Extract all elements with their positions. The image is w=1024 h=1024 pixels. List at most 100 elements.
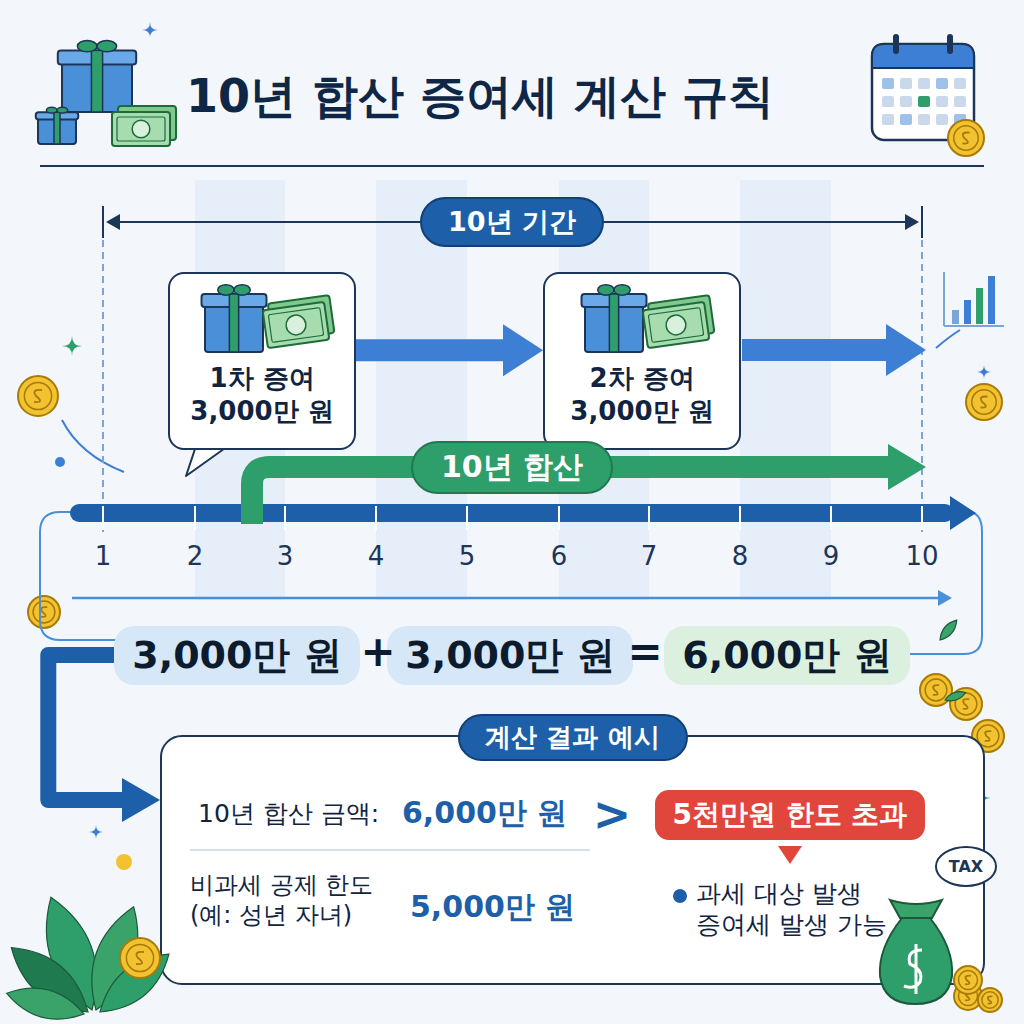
panel-heading: 계산 결과 예시 — [457, 714, 687, 761]
year-number: 1 — [95, 540, 112, 573]
node-label: TAX — [949, 857, 983, 876]
timeline-tick — [194, 506, 196, 530]
leaf — [944, 689, 967, 704]
coin-icon — [120, 938, 160, 978]
bracket-head — [905, 214, 919, 230]
timeline-tick — [466, 506, 468, 530]
node-label: 1차 증여 — [178, 362, 346, 395]
coin-icon — [948, 120, 984, 156]
gift-box: 2차 증여3,000만 원 — [543, 272, 741, 450]
year-number: 2 — [187, 540, 204, 573]
separator — [190, 849, 590, 851]
node-label: 5천만원 한도 초과 — [673, 796, 908, 834]
sparkle — [977, 365, 991, 379]
limit-badge: 5천만원 한도 초과 — [655, 790, 926, 840]
gift-icon — [58, 41, 136, 112]
leaf — [0, 934, 99, 1024]
leaf — [937, 617, 961, 643]
period-pill: 10년 기간 — [420, 197, 604, 247]
gift-icon — [582, 285, 647, 352]
timeline-tick — [739, 506, 741, 530]
money-icon — [112, 106, 176, 146]
result-panel: 5천만원 한도 초과계산 결과 예시 — [160, 735, 985, 985]
gift-money-icon — [567, 280, 717, 360]
leaf — [31, 890, 112, 1017]
timeline-tick — [284, 506, 286, 530]
sum-arrow-head — [888, 444, 926, 490]
connector-arrow — [356, 339, 505, 361]
result-amount: 6,000만 원 — [402, 794, 567, 832]
year-number: 9 — [823, 540, 840, 573]
flow-line — [908, 512, 982, 654]
node-amount: 3,000만 원 — [178, 395, 346, 428]
leaf — [90, 942, 179, 1024]
money-bag — [880, 900, 1002, 1012]
flow-arrow — [72, 597, 944, 600]
chart-icon — [936, 272, 1004, 348]
node-label: 3,000만 원 — [405, 630, 614, 681]
coin-icon — [18, 376, 58, 416]
bracket-end — [102, 206, 104, 238]
period-guide — [921, 240, 923, 532]
period-guide — [102, 240, 104, 532]
result-caption: 10년 합산 금액: — [198, 798, 379, 829]
tax-bubble: TAX — [935, 846, 997, 887]
coin-icon — [954, 966, 982, 994]
bracket-end — [921, 206, 923, 238]
title-rule — [40, 165, 984, 167]
leaf — [3, 980, 88, 1024]
timeline-tick — [375, 506, 377, 530]
leaf — [78, 900, 152, 1017]
flow-line — [40, 512, 118, 640]
timeline-head — [950, 496, 976, 530]
timeline-bar — [70, 504, 954, 522]
node-label: 10년 기간 — [448, 204, 576, 240]
flow-arrow-head — [938, 590, 952, 606]
node-label: 3,000만 원 — [132, 630, 341, 681]
connector-arrow — [48, 655, 124, 800]
period-arrow — [742, 324, 926, 376]
year-number: 4 — [368, 540, 385, 573]
year-number: 7 — [641, 540, 658, 573]
amount-pill: 3,000만 원 — [387, 626, 632, 685]
amount-pill: 3,000만 원 — [114, 626, 359, 685]
timeline-tick — [921, 506, 923, 530]
coin-icon — [954, 982, 982, 1010]
result-note: 과세 대상 발생 증여세 발생 가능 — [696, 878, 892, 941]
gift-icon — [36, 107, 79, 144]
node-amount: 3,000만 원 — [553, 395, 731, 428]
sparkle — [89, 825, 103, 839]
sparkle — [62, 336, 82, 356]
compare-sign: > — [593, 786, 632, 844]
year-number: 10 — [905, 540, 938, 573]
dot — [55, 457, 65, 467]
gift-box: 1차 증여3,000만 원 — [168, 272, 356, 450]
callout-tail — [186, 446, 228, 476]
year-number: 5 — [459, 540, 476, 573]
sum-pill: 10년 합산 — [411, 441, 613, 494]
node-label: 2차 증여 — [553, 362, 731, 395]
swoosh — [62, 420, 124, 472]
sparkle — [142, 22, 158, 38]
limit-caption: 비과세 공제 한도 (예: 성년 자녀) — [190, 870, 395, 930]
bullet — [673, 889, 687, 903]
column-stripe — [740, 180, 831, 600]
operator: + — [360, 626, 395, 679]
year-number: 3 — [277, 540, 294, 573]
timeline-tick — [830, 506, 832, 530]
limit-amount: 5,000만 원 — [410, 888, 575, 926]
coin-icon — [966, 384, 1002, 420]
plant-illustration — [0, 890, 179, 1024]
gift-money-icon — [187, 280, 337, 360]
timeline-tick — [102, 506, 104, 530]
operator: = — [627, 626, 662, 679]
title: 10년 합산 증여세 계산 규칙 — [186, 66, 774, 128]
coin-icon — [920, 674, 952, 706]
timeline-tick — [648, 506, 650, 530]
node-label: 6,000만 원 — [682, 630, 891, 681]
dot — [116, 854, 132, 870]
node-label: 10년 합산 — [441, 447, 583, 488]
year-number: 6 — [551, 540, 568, 573]
money-icon — [262, 295, 335, 348]
